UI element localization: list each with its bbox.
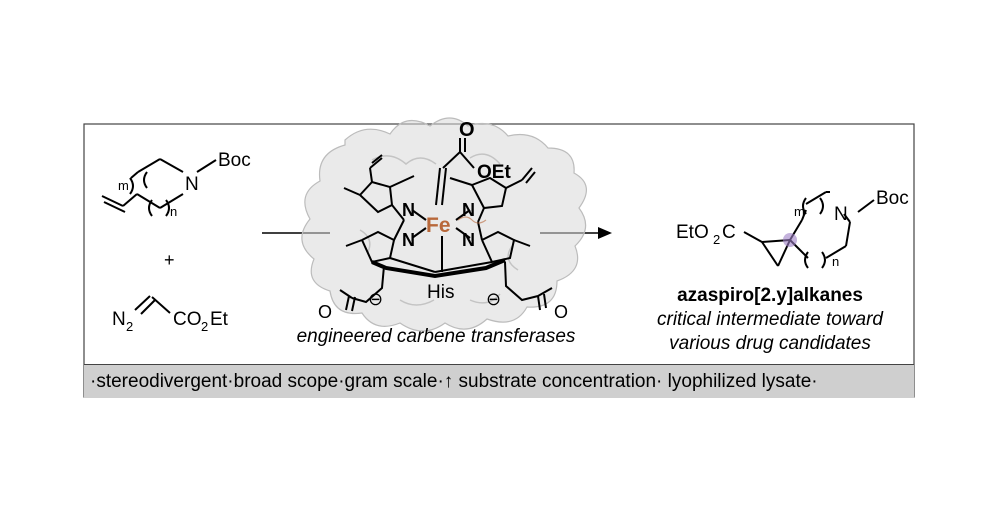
product-ester-c: C (722, 222, 736, 243)
carboxylate-o-left: O (318, 302, 332, 322)
histidine-ligand: His (427, 282, 454, 303)
reactant-amine (101, 158, 217, 217)
product-description-line-2: various drug candidates (669, 333, 871, 354)
diazo-n: N (112, 309, 126, 330)
oet-group: OEt (477, 162, 511, 183)
product-ester-subscript: 2 (713, 232, 720, 247)
product-azaspiro (743, 191, 875, 269)
diazo-n-subscript: 2 (126, 319, 133, 334)
product-n-atom: N (834, 204, 848, 225)
features-caption: ·stereodivergent·broad scope·gram scale·… (90, 371, 818, 392)
spiro-center-highlight (783, 233, 797, 247)
product-ester-eto: EtO (676, 222, 709, 243)
product-n-label: n (832, 254, 839, 269)
carbonyl-oxygen: O (459, 119, 475, 141)
product-description-line-1: critical intermediate toward (657, 309, 884, 330)
features-caption-bar: ·stereodivergent·broad scope·gram scale·… (84, 364, 914, 398)
reactant-n-label: n (170, 204, 177, 219)
charge-right: ⊖ (486, 289, 501, 309)
diazo-subscript: 2 (201, 319, 208, 334)
protein-surface (301, 117, 587, 332)
porphyrin-n-top-right: N (462, 200, 475, 220)
reactant-boc: Boc (218, 150, 251, 171)
product-m-label: m (794, 204, 805, 219)
diazo-co: CO (173, 309, 202, 330)
iron-atom: Fe (426, 214, 451, 237)
plus-sign: + (164, 250, 175, 270)
charge-left: ⊖ (368, 289, 383, 309)
reactant-n-atom: N (185, 174, 199, 195)
porphyrin-n-bottom-left: N (402, 230, 415, 250)
catalyst-caption: engineered carbene transferases (297, 326, 576, 347)
heme-catalyst (339, 138, 553, 312)
porphyrin-n-bottom-right: N (462, 230, 475, 250)
porphyrin-n-top-left: N (402, 200, 415, 220)
fe-pi-orbital-hint (457, 216, 487, 224)
ethyl-diazoacetate (134, 295, 171, 315)
product-boc: Boc (876, 188, 909, 209)
reactant-m-label: m (118, 178, 129, 193)
carboxylate-o-right: O (554, 302, 568, 322)
diazo-et: Et (210, 309, 229, 330)
product-name: azaspiro[2.y]alkanes (677, 285, 863, 306)
